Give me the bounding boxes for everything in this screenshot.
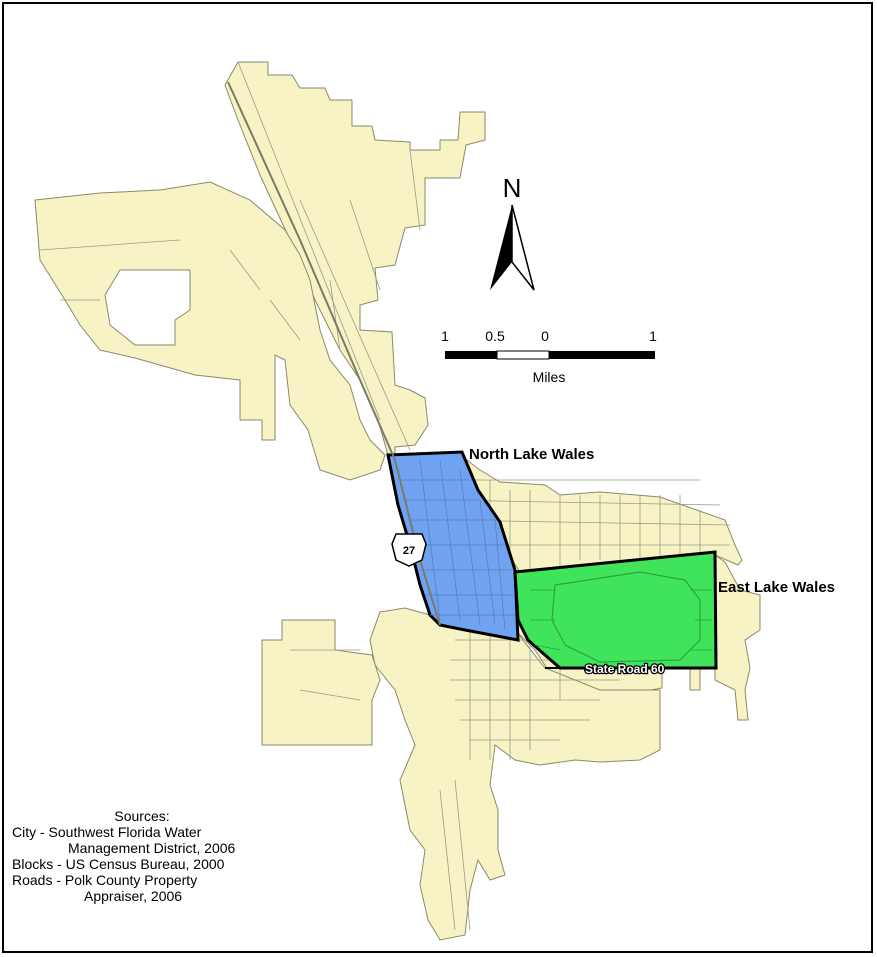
north-arrow-label: N xyxy=(503,173,522,203)
city-area-southwest xyxy=(261,619,381,746)
sources-blocks-line: Blocks - US Census Bureau, 2000 xyxy=(12,856,225,872)
east-region-streets xyxy=(530,589,712,651)
scale-tick-1: 1 xyxy=(441,328,449,344)
sources-city-line: City - Southwest Florida Water xyxy=(12,824,202,840)
north-arrow: N xyxy=(490,173,535,291)
scale-tick-2: 0.5 xyxy=(485,328,505,344)
sources-roads-line: Roads - Polk County Property xyxy=(12,872,198,888)
scale-bar: 1 0.5 0 1 Miles xyxy=(441,328,657,385)
sources-block: Sources: City - Southwest Florida Water … xyxy=(12,808,312,904)
sources-roads-line-2: Appraiser, 2006 xyxy=(84,888,183,904)
city-area-west xyxy=(34,181,386,481)
us-27-shield: 27 xyxy=(391,533,427,567)
us-27-shield-label: 27 xyxy=(403,545,415,557)
state-road-60-label: State Road 60 xyxy=(585,662,665,676)
us-27-highway-line xyxy=(227,81,441,626)
east-lake-wales-region xyxy=(513,550,718,670)
east-lake-wales-label: East Lake Wales xyxy=(718,579,835,596)
sources-city-line-2: Management District, 2006 xyxy=(68,840,236,856)
scale-tick-3: 0 xyxy=(541,328,549,344)
scale-tick-4: 1 xyxy=(649,328,657,344)
sources-heading: Sources: xyxy=(114,808,170,824)
street-network xyxy=(39,61,731,931)
city-area-west-inner xyxy=(104,269,191,346)
north-arrow-icon xyxy=(490,205,512,290)
north-region-streets xyxy=(400,459,515,631)
north-lake-wales-label: North Lake Wales xyxy=(469,446,594,463)
scale-unit: Miles xyxy=(533,369,566,385)
